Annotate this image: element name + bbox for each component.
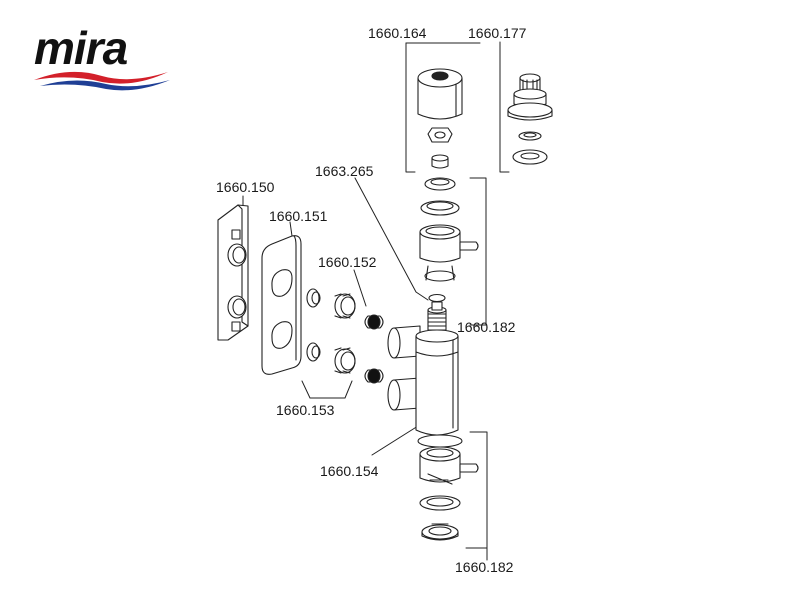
backplate-1660-150 xyxy=(217,204,249,341)
label-1663-265: 1663.265 xyxy=(315,163,374,179)
label-1660-182-lower: 1660.182 xyxy=(455,559,514,575)
label-1660-177: 1660.177 xyxy=(468,25,527,41)
label-1660-154: 1660.154 xyxy=(320,463,379,479)
mira-wordmark: mira xyxy=(34,22,128,74)
top-cartridge-parts xyxy=(417,68,479,303)
cover-plate-1660-151 xyxy=(261,235,302,375)
label-1660-164: 1660.164 xyxy=(368,25,427,41)
bottom-cartridge-parts xyxy=(417,434,479,541)
label-1660-150: 1660.150 xyxy=(216,179,275,195)
valve-body-1660-154 xyxy=(387,301,459,436)
label-1660-151: 1660.151 xyxy=(269,208,328,224)
label-1660-182-upper: 1660.182 xyxy=(457,319,516,335)
label-1660-153: 1660.153 xyxy=(276,402,335,418)
logo-swoosh-red xyxy=(34,71,168,84)
mira-logo: mira xyxy=(34,22,170,91)
logo-swoosh-blue xyxy=(40,80,170,91)
label-1660-152: 1660.152 xyxy=(318,254,377,270)
cartridge-1660-177 xyxy=(507,73,553,165)
inlet-fittings xyxy=(306,288,384,384)
